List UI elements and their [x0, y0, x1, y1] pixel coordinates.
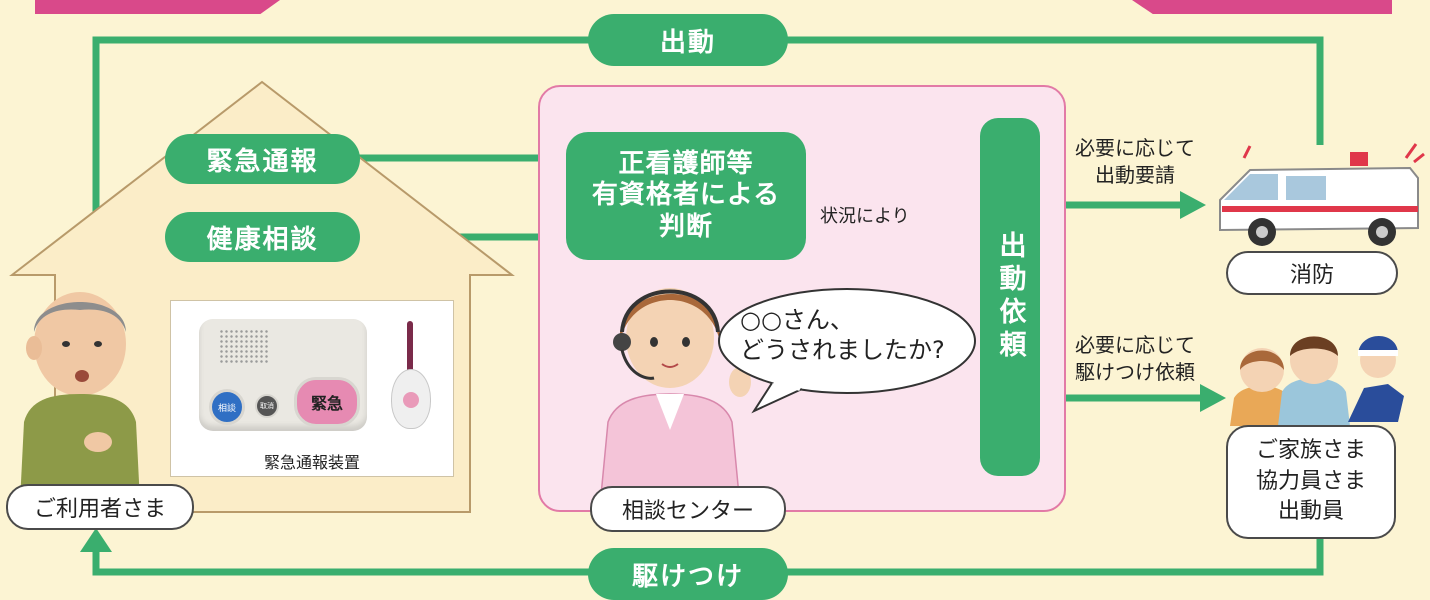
rush-flow-label: 駆けつけ: [588, 548, 788, 600]
situation-label: 状況により: [820, 206, 910, 227]
operator-speech: ○○さん、 どうされましたか?: [740, 306, 945, 364]
health-consultation-label: 健康相談: [165, 212, 360, 262]
dispatch-flow-label: 出動: [588, 14, 788, 66]
elderly-user-illustration: [20, 292, 140, 502]
pendant-pink-dot: [403, 392, 419, 408]
family-helpers-illustration: [1230, 336, 1404, 426]
fire-dept-label: 消防: [1226, 251, 1398, 295]
family-request-note: 必要に応じて 駆けつけ依頼: [1075, 333, 1195, 384]
family-helpers-label: ご家族さま 協力員さま 出動員: [1226, 425, 1396, 539]
header-tab-left: [35, 0, 280, 14]
device-photo: 相談 取消 緊急 緊急通報装置: [170, 300, 454, 477]
ambulance-illustration: [1219, 143, 1425, 246]
device-emergency-button[interactable]: 緊急: [294, 377, 360, 427]
header-tab-right: [1132, 0, 1392, 14]
device-cancel-button[interactable]: 取消: [255, 394, 279, 418]
consultation-center-label: 相談センター: [590, 486, 786, 532]
pendant-button: [391, 369, 431, 429]
speech-bubble-shape: [718, 288, 976, 414]
user-label: ご利用者さま: [6, 484, 194, 530]
device-caption: 緊急通報装置: [263, 453, 360, 472]
device-speaker-grille: [219, 329, 269, 363]
fire-request-note: 必要に応じて 出動要請: [1075, 136, 1195, 187]
device-body: 相談 取消 緊急: [199, 319, 367, 431]
pendant-cord: [407, 321, 413, 373]
device-consult-button[interactable]: 相談: [209, 389, 245, 425]
operator-illustration: [599, 288, 751, 506]
dispatch-request-box: 出動依頼: [980, 118, 1040, 476]
emergency-report-label: 緊急通報: [165, 134, 360, 184]
nurse-judgment-box: 正看護師等 有資格者による 判断: [566, 132, 806, 260]
